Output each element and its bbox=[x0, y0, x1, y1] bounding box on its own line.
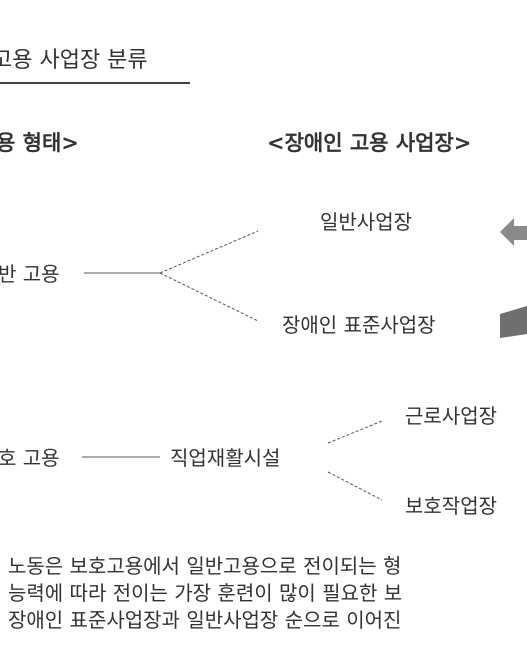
node-protected-employment: 호 고용 bbox=[0, 446, 60, 470]
node-general-employment: 반 고용 bbox=[0, 262, 60, 286]
body-line-2: 능력에 따라 전이는 가장 훈련이 많이 필요한 보 bbox=[8, 581, 403, 605]
node-standard-workplace: 장애인 표준사업장 bbox=[282, 313, 436, 337]
connector-to-standard-workplace bbox=[159, 272, 259, 322]
body-line-1: 노동은 보호고용에서 일반고용으로 전이되는 형 bbox=[8, 554, 402, 578]
page-title: 고용 사업장 분류 bbox=[0, 48, 148, 73]
connector-to-protected-workshop bbox=[327, 471, 383, 501]
node-general-workplace: 일반사업장 bbox=[320, 210, 412, 234]
node-protected-workshop: 보호작업장 bbox=[405, 494, 497, 518]
node-vocational-facility: 직업재활시설 bbox=[170, 446, 281, 470]
transition-arrow-up bbox=[500, 218, 527, 246]
body-line-3: 장애인 표준사업장과 일반사업장 순으로 이어진 bbox=[8, 608, 402, 632]
transition-arrow-band bbox=[500, 306, 527, 338]
employment-type-header: 용 형태> bbox=[0, 131, 79, 155]
title-underline bbox=[0, 82, 190, 84]
workplace-header: <장애인 고용 사업장> bbox=[267, 131, 472, 155]
connector-to-work-center bbox=[327, 420, 383, 444]
connector-to-general-workplace bbox=[159, 230, 259, 274]
node-work-center: 근로사업장 bbox=[405, 404, 497, 428]
